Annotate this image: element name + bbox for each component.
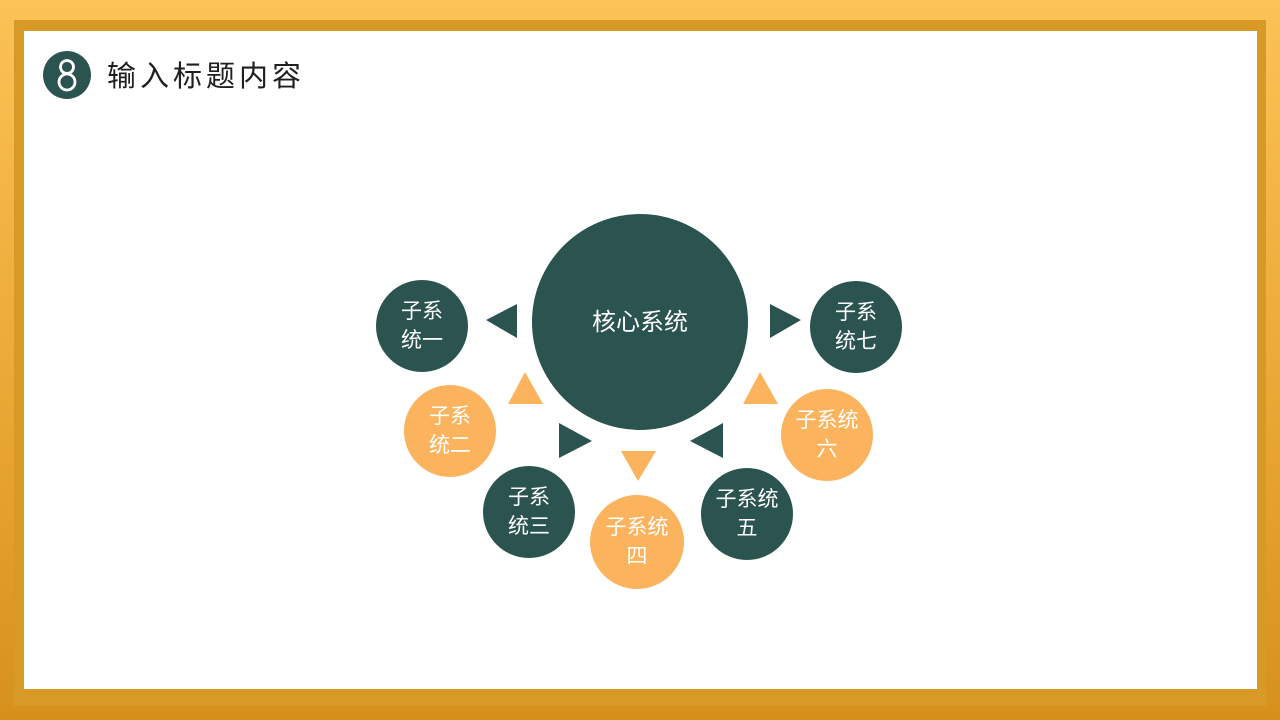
arrow-to-subsystem-2 bbox=[508, 372, 543, 404]
subsystem-7-line2: 统七 bbox=[835, 329, 877, 353]
subsystem-6-line2: 六 bbox=[816, 437, 838, 461]
arrow-to-subsystem-7 bbox=[770, 304, 801, 338]
subsystem-node-2: 子系 统二 bbox=[404, 385, 496, 477]
subsystem-node-7: 子系 统七 bbox=[810, 281, 902, 373]
subsystem-node-1: 子系 统一 bbox=[376, 280, 468, 372]
number-badge-icon bbox=[43, 51, 91, 99]
subsystem-3-line2: 统三 bbox=[508, 514, 550, 538]
arrow-to-subsystem-1 bbox=[486, 304, 517, 338]
arrow-to-subsystem-3 bbox=[559, 423, 592, 458]
subsystem-2-line1: 子系 bbox=[429, 404, 471, 428]
arrow-to-subsystem-4 bbox=[621, 451, 656, 481]
arrow-to-subsystem-5 bbox=[690, 423, 723, 458]
subsystem-4-line1: 子系统 bbox=[605, 515, 669, 539]
subsystem-1-line2: 统一 bbox=[401, 328, 443, 352]
core-system-node: 核心系统 bbox=[532, 214, 748, 430]
subsystem-2-line2: 统二 bbox=[429, 433, 471, 457]
subsystem-3-line1: 子系 bbox=[508, 485, 550, 509]
subsystem-node-4: 子系统 四 bbox=[590, 495, 684, 589]
arrow-to-subsystem-6 bbox=[743, 372, 778, 404]
subsystem-node-5: 子系统 五 bbox=[701, 468, 793, 560]
subsystem-node-3: 子系 统三 bbox=[483, 466, 575, 558]
core-system-label: 核心系统 bbox=[592, 307, 688, 336]
subsystem-4-line2: 四 bbox=[626, 544, 648, 568]
subsystem-5-line1: 子系统 bbox=[715, 487, 779, 511]
page-title: 输入标题内容 bbox=[107, 59, 306, 93]
subsystem-6-line1: 子系统 bbox=[795, 408, 859, 432]
subsystem-node-6: 子系统 六 bbox=[781, 389, 873, 481]
subsystem-1-line1: 子系 bbox=[401, 299, 443, 323]
subsystem-5-line2: 五 bbox=[736, 516, 758, 540]
subsystem-7-line1: 子系 bbox=[835, 300, 877, 324]
